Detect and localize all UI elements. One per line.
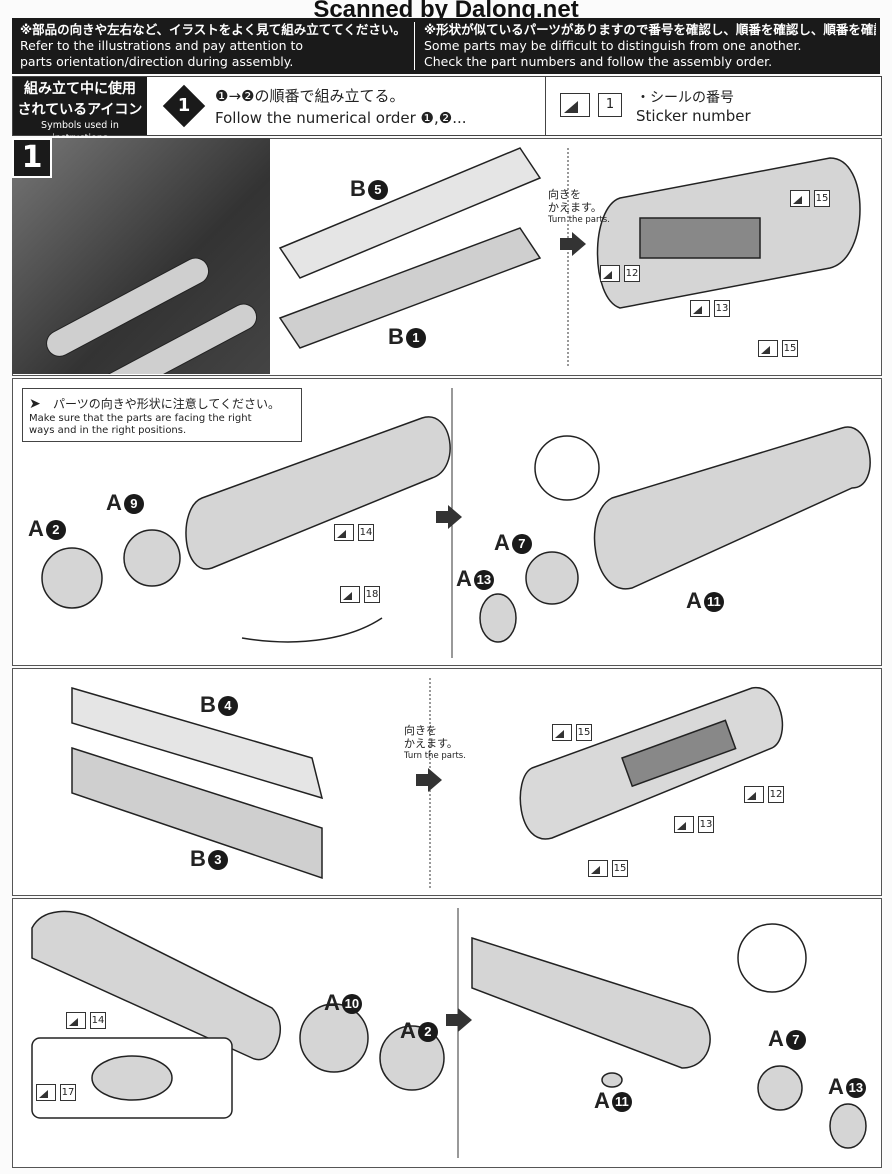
sticker-13b: 13 <box>698 816 714 833</box>
sticker-icon <box>758 340 778 357</box>
flow-arrow-2 <box>436 505 462 529</box>
icons-legend-bar: 組み立て中に使用 されているアイコン Symbols used in instr… <box>12 76 882 144</box>
sticker-icon <box>560 93 590 117</box>
order-diamond-icon: 1 <box>162 84 206 128</box>
header-right-en1: Some parts may be difficult to distingui… <box>424 38 802 53</box>
panel2-illustration <box>41 388 871 658</box>
notice-en: Make sure that the parts are facing the … <box>29 413 252 436</box>
sticker-icon <box>36 1084 56 1101</box>
watermark: Scanned by Dalong.net <box>313 0 579 23</box>
sticker-12: 12 <box>624 265 640 282</box>
sticker-14b: 14 <box>90 1012 106 1029</box>
sticker-15c: 15 <box>576 724 592 741</box>
header-left-en2: parts orientation/direction during assem… <box>20 54 294 69</box>
panel4-illustration <box>31 908 867 1158</box>
sticker-icon <box>588 860 608 877</box>
step-panel-4 <box>12 898 882 1168</box>
notice-box: ➤ パーツの向きや形状に注意してください。 Make sure that the… <box>22 388 302 442</box>
sticker-icon <box>600 265 620 282</box>
step-number: 1 <box>12 138 52 178</box>
sticker-14: 14 <box>358 524 374 541</box>
sticker-legend: 1 ・シールの番号 Sticker number <box>545 77 882 135</box>
sticker-icon <box>674 816 694 833</box>
header-left-en1: Refer to the illustrations and pay atten… <box>20 38 304 53</box>
header-bar: ※部品の向きや左右など、イラストをよく見て組み立ててください。 Refer to… <box>12 18 880 74</box>
sticker-legend-en: Sticker number <box>636 107 751 125</box>
sticker-13: 13 <box>714 300 730 317</box>
flow-arrow-3 <box>416 768 442 792</box>
header-right-jp: ※形状が似ているパーツがありますので番号を確認し、順番を確認し、順番を確認して組… <box>424 22 876 37</box>
turn-note-2: 向きをかえます。Turn the parts. <box>404 724 466 761</box>
notice-jp: パーツの向きや形状に注意してください。 <box>53 397 281 411</box>
sticker-icon <box>690 300 710 317</box>
panel1-illustration <box>278 147 861 368</box>
sticker-icon <box>744 786 764 803</box>
icons-label-jp2: されているアイコン <box>17 102 143 118</box>
order-legend-jp: ❶→❷の順番で組み立てる。 <box>215 87 405 105</box>
sticker-15d: 15 <box>612 860 628 877</box>
sticker-15: 15 <box>814 190 830 207</box>
sticker-icon <box>552 724 572 741</box>
panel3-illustration <box>71 678 784 888</box>
sticker-17: 17 <box>60 1084 76 1101</box>
flow-arrow-4 <box>446 1008 472 1032</box>
sticker-icon <box>340 586 360 603</box>
icons-label-jp1: 組み立て中に使用 <box>24 81 136 97</box>
header-divider <box>414 22 415 70</box>
sticker-15b: 15 <box>782 340 798 357</box>
sticker-icon <box>334 524 354 541</box>
sticker-icon <box>66 1012 86 1029</box>
header-right-en2: Check the part numbers and follow the as… <box>424 54 773 69</box>
sticker-12b: 12 <box>768 786 784 803</box>
turn-note-1: 向きをかえます。Turn the parts. <box>548 188 610 225</box>
header-left-jp: ※部品の向きや左右など、イラストをよく見て組み立ててください。 <box>20 22 406 37</box>
sticker-18: 18 <box>364 586 380 603</box>
order-legend: 1 ❶→❷の順番で組み立てる。 Follow the numerical ord… <box>159 81 539 131</box>
icons-legend-label: 組み立て中に使用 されているアイコン Symbols used in instr… <box>13 77 147 144</box>
sticker-number-box: 1 <box>598 93 622 117</box>
sticker-legend-jp: ・シールの番号 <box>636 90 734 106</box>
notice-warning-icon: ➤ <box>29 396 41 412</box>
sticker-icon <box>790 190 810 207</box>
order-legend-en: Follow the numerical order ❶,❷... <box>215 109 467 127</box>
flow-arrow-1 <box>560 232 586 256</box>
